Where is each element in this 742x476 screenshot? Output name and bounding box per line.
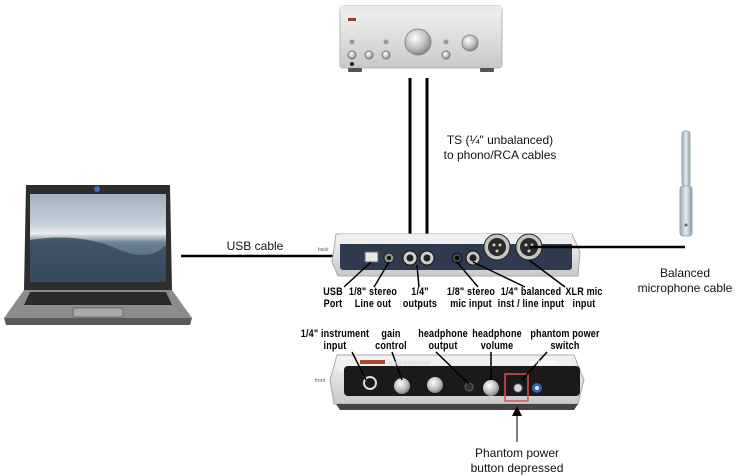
label-line1: 1/8" stereo	[348, 286, 398, 298]
front-side-label: front	[315, 378, 326, 384]
label-line2: Port	[323, 298, 343, 310]
label-line1: XLR mic	[565, 286, 603, 298]
label-line1: headphone	[418, 328, 468, 340]
label-xlr-input: XLR mic input	[561, 286, 607, 310]
microphone-image	[679, 130, 693, 237]
ts-cable-label: TS (¼" unbalanced) to phono/RCA cables	[440, 133, 560, 163]
label-phantom-switch: phantom power switch	[530, 328, 601, 352]
label-line2: Line out	[354, 298, 392, 310]
label-gain-control: gain control	[372, 328, 410, 352]
label-quarter-outputs: 1/4" outputs	[399, 286, 442, 310]
label-headphone-volume: headphone volume	[470, 328, 524, 352]
label-line2: input	[572, 298, 596, 310]
label-line2: output	[428, 340, 458, 352]
label-usb-port: USB Port	[319, 286, 347, 310]
front-leader-lines	[351, 351, 548, 385]
label-line2: control	[375, 340, 407, 352]
label-line1: USB	[323, 286, 343, 298]
label-line1: headphone	[472, 328, 522, 340]
label-instrument-input: 1/4" instrument input	[300, 328, 371, 352]
phantom-arrow	[512, 406, 522, 442]
ts-cable-label-line2: to phono/RCA cables	[443, 148, 557, 162]
label-line1: 1/4" instrument	[300, 328, 370, 340]
label-line-out: 1/8" stereo Line out	[346, 286, 400, 310]
label-line2: volume	[480, 340, 514, 352]
laptop-image	[4, 185, 192, 325]
phantom-annotation-line2: button depressed	[470, 461, 564, 475]
label-line2: switch	[550, 340, 580, 352]
label-line1: gain	[381, 328, 401, 340]
phantom-annotation: Phantom power button depressed	[458, 446, 576, 476]
label-inst-line-input: 1/4" balanced inst / line input	[496, 286, 567, 310]
label-line1: phantom power	[530, 328, 600, 340]
label-headphone-output: headphone output	[416, 328, 470, 352]
label-line2: outputs	[402, 298, 438, 310]
model-name: MOBILEPRE USB	[388, 361, 430, 367]
label-line1: 1/4" balanced	[500, 286, 562, 298]
label-line2: inst / line input	[497, 298, 565, 310]
brand-logo: M-AUDIO	[530, 361, 557, 367]
amplifier-image	[339, 5, 503, 72]
back-side-label: back	[318, 247, 329, 253]
interface-back-image	[331, 233, 581, 277]
ts-cables	[408, 78, 429, 262]
label-line2: mic input	[450, 298, 492, 310]
phantom-annotation-line1: Phantom power	[474, 446, 560, 460]
mic-cable-label: Balanced microphone cable	[630, 266, 740, 296]
back-leader-lines	[343, 259, 566, 288]
label-mic-input: 1/8" stereo mic input	[444, 286, 498, 310]
mic-cable-label-line1: Balanced	[659, 266, 711, 280]
label-line2: input	[323, 340, 347, 352]
label-line1: 1/4"	[411, 286, 429, 298]
usb-cable-label: USB cable	[226, 239, 284, 253]
label-line1: 1/8" stereo	[446, 286, 496, 298]
mic-cable-label-line2: microphone cable	[637, 281, 733, 295]
ts-cable-label-line1: TS (¼" unbalanced)	[446, 133, 554, 147]
